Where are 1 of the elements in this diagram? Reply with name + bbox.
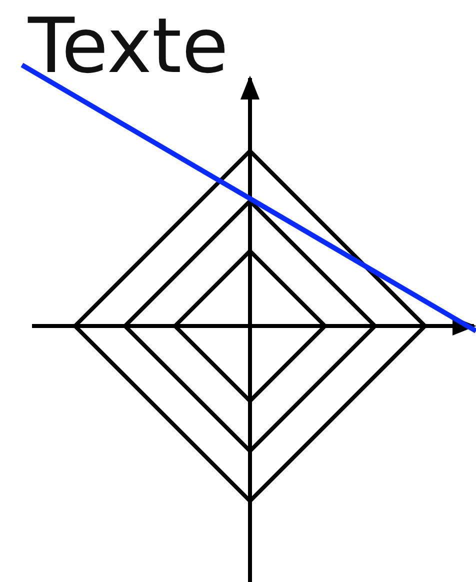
title: Texte [28,2,228,90]
